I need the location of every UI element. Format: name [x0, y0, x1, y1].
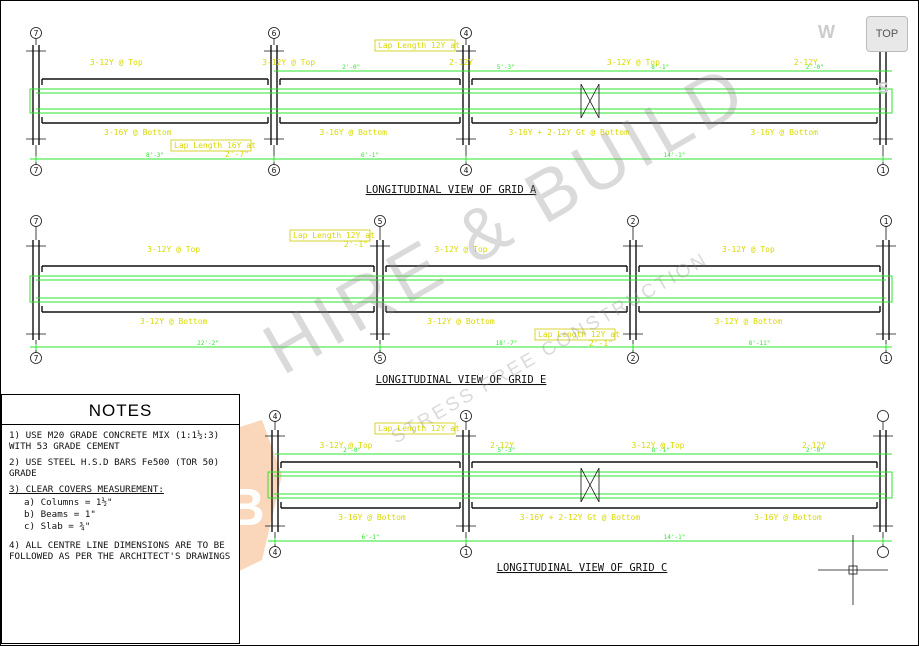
bottom-rebar-label: 3-16Y + 2-12Y Gt @ Bottom — [509, 128, 630, 137]
grid-bubble-label: 4 — [273, 548, 278, 557]
grid-bubble-label: 2 — [631, 354, 636, 363]
grid-bubble — [877, 410, 889, 422]
lap-length-box — [534, 328, 616, 341]
note-item: 3) CLEAR COVERS MEASUREMENT: — [9, 484, 164, 495]
top-rebar-label: 2-12Y — [490, 441, 514, 450]
grid-bubble-label: 1 — [881, 166, 886, 175]
top-rebar-label: 2-12Y — [802, 441, 826, 450]
top-rebar-label: 3-12Y @ Top — [435, 245, 488, 254]
dimension-label: 5'-3" — [497, 447, 515, 454]
lap-length-label: Lap Length 12Y at — [293, 231, 375, 240]
grid-title: LONGITUDINAL VIEW OF GRID A — [366, 184, 537, 196]
grid-bubble-label: 7 — [34, 166, 39, 175]
lap-length-dim: 2'-1" — [344, 240, 368, 249]
compass-south[interactable]: S — [878, 80, 889, 97]
lap-length-box — [170, 139, 252, 152]
dimension-label: 2'-0" — [806, 64, 824, 71]
grid-bubble-label: 1 — [884, 354, 889, 363]
bottom-rebar-label: 3-16Y @ Bottom — [320, 128, 388, 137]
dimension-label: 6'-1" — [361, 534, 379, 541]
lap-length-label: Lap Length 16Y at — [174, 141, 256, 150]
grid-bubble-label: 4 — [464, 166, 469, 175]
beam-reinforcement — [29, 88, 893, 114]
top-rebar-label: 3-12Y @ Top — [632, 441, 685, 450]
grid-bubble — [877, 546, 889, 558]
dimension-label: 2'-0" — [343, 447, 361, 454]
viewcube-top-button[interactable]: TOP — [866, 16, 908, 52]
beam-break-cross — [580, 467, 600, 503]
top-rebar-label: 2-12Y — [794, 58, 818, 67]
top-rebar-label: 3-12Y @ Top — [90, 58, 143, 67]
grid-bubble-label: 7 — [34, 217, 39, 226]
lap-length-dim: 2'-7" — [225, 150, 249, 159]
dimension-label: 6'-1" — [361, 152, 379, 159]
bottom-rebar-label: 3-16Y @ Bottom — [338, 513, 406, 522]
beam-reinforcement — [29, 275, 893, 303]
note-item: 4) ALL CENTRE LINE DIMENSIONS ARE TO BE … — [9, 540, 231, 562]
top-rebar-label: 3-12Y @ Top — [607, 58, 660, 67]
grid-bubble-label: 1 — [884, 217, 889, 226]
grid-bubble-label: 1 — [464, 548, 469, 557]
note-cover: a) Columns = 1½" — [24, 497, 113, 508]
grid-bubble-label: 4 — [464, 29, 469, 38]
lap-length-box — [289, 229, 371, 242]
top-rebar-label: 3-12Y @ Top — [262, 58, 315, 67]
bottom-rebar-label: 3-16Y + 2-12Y Gt @ Bottom — [520, 513, 641, 522]
bottom-rebar-label: 3-12Y @ Bottom — [715, 317, 783, 326]
top-rebar-label: 3-12Y @ Top — [147, 245, 200, 254]
lap-length-label: Lap Length 12Y at — [378, 41, 460, 50]
grid-bubble-label: 7 — [34, 29, 39, 38]
dimension-label: 8'-3" — [146, 152, 164, 159]
notes-title: NOTES — [2, 401, 239, 425]
grid-bubble-label: 6 — [272, 29, 277, 38]
bottom-rebar-label: 3-12Y @ Bottom — [140, 317, 208, 326]
bottom-rebar-label: 3-16Y @ Bottom — [104, 128, 172, 137]
dimension-label: 2'-0" — [806, 447, 824, 454]
dimension-label: 8'-1" — [651, 64, 669, 71]
grid-title: LONGITUDINAL VIEW OF GRID E — [376, 374, 547, 386]
grid-title: LONGITUDINAL VIEW OF GRID C — [497, 562, 668, 574]
dimension-label: 22'-2" — [197, 340, 219, 347]
lap-length-box — [374, 422, 456, 435]
lap-length-label: Lap Length 12Y at — [378, 424, 460, 433]
dimension-label: 14'-1" — [664, 152, 686, 159]
lap-length-label: Lap Length 12Y at — [538, 330, 620, 339]
compass-west[interactable]: W — [818, 22, 835, 42]
grid-bubble-label: 6 — [272, 166, 277, 175]
grid-bubble-label: 7 — [34, 354, 39, 363]
note-item: 2) USE STEEL H.S.D BARS Fe500 (TOR 50) G… — [9, 457, 220, 479]
top-rebar-label: 3-12Y @ Top — [320, 441, 373, 450]
bottom-rebar-label: 3-16Y @ Bottom — [751, 128, 819, 137]
lap-length-dim: 2'-1" — [589, 339, 613, 348]
lap-length-box — [374, 39, 456, 52]
beam-reinforcement — [267, 471, 893, 499]
bottom-rebar-label: 3-16Y @ Bottom — [754, 513, 822, 522]
note-item: 1) USE M20 GRADE CONCRETE MIX (1:1½:3) W… — [9, 430, 220, 452]
dimension-label: 14'-1" — [664, 534, 686, 541]
dimension-label: 18'-7" — [496, 340, 518, 347]
dimension-label: 2'-0" — [342, 64, 360, 71]
grid-bubble-label: 5 — [378, 354, 383, 363]
grid-bubble-label: 2 — [631, 217, 636, 226]
top-rebar-label: 2-12Y — [449, 58, 473, 67]
note-cover: c) Slab = ¾" — [24, 521, 91, 532]
dimension-label: 8'-1" — [652, 447, 670, 454]
grid-bubble-label: 5 — [378, 217, 383, 226]
grid-bubble-label: 4 — [273, 412, 278, 421]
bottom-rebar-label: 3-12Y @ Bottom — [427, 317, 495, 326]
ucs-box — [848, 565, 858, 575]
top-rebar-label: 3-12Y @ Top — [722, 245, 775, 254]
grid-bubble-label: 1 — [464, 412, 469, 421]
beam-break-cross — [580, 83, 600, 119]
note-cover: b) Beams = 1" — [24, 509, 96, 520]
notes-panel: NOTES 1) USE M20 GRADE CONCRETE MIX (1:1… — [1, 394, 240, 644]
dimension-label: 5'-3" — [497, 64, 515, 71]
dimension-label: 8'-11" — [749, 340, 771, 347]
